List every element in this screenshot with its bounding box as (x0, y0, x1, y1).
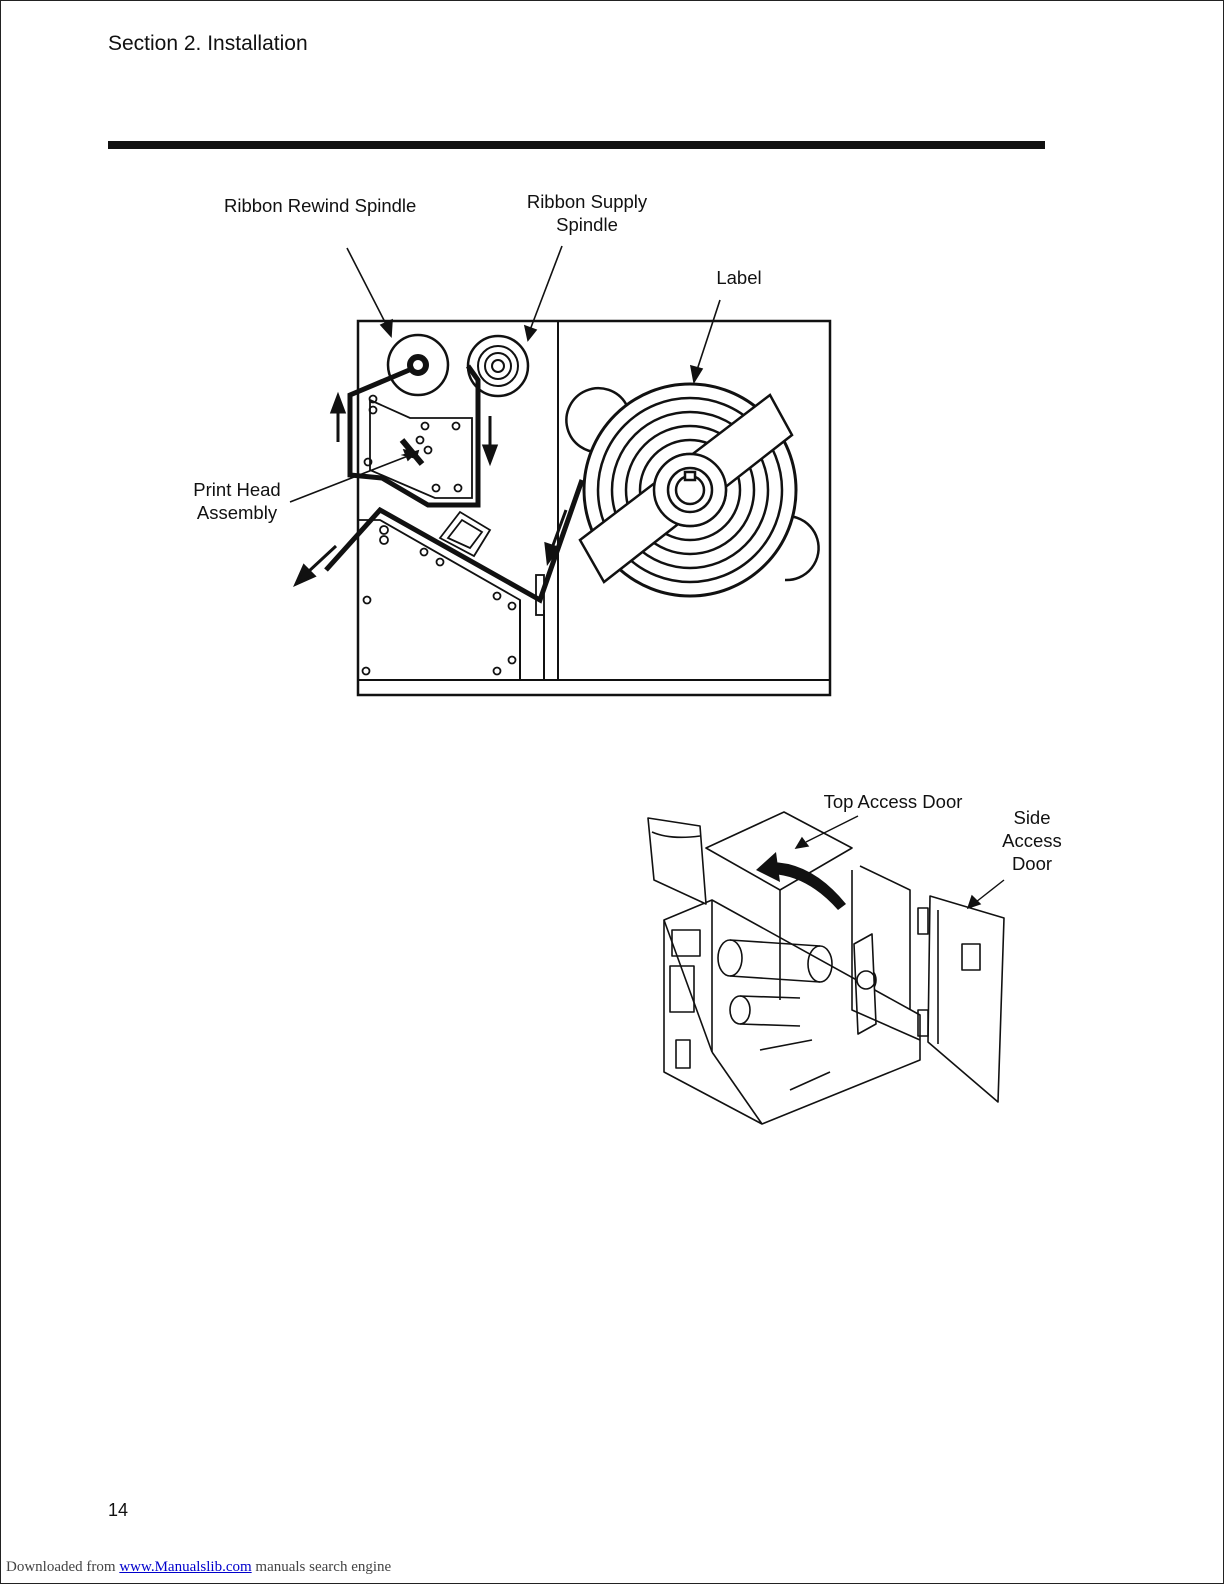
label-ribbon-rewind-spindle: Ribbon Rewind Spindle (224, 194, 380, 217)
footer: Downloaded from www.Manualslib.com manua… (6, 1559, 391, 1576)
side-access-door (918, 896, 1004, 1102)
label-print-head-assembly: Print Head Assembly (184, 478, 290, 524)
footer-link[interactable]: www.Manualslib.com (119, 1559, 251, 1575)
label-top-access-door: Top Access Door (808, 790, 978, 813)
label-label: Label (704, 266, 774, 289)
footer-prefix: Downloaded from (6, 1559, 116, 1575)
footer-suffix: manuals search engine (255, 1559, 391, 1575)
label-side-access-door: Side Access Door (994, 806, 1070, 875)
label-ribbon-supply-spindle: Ribbon Supply Spindle (512, 190, 662, 236)
top-door-arrow (756, 852, 846, 910)
page-number: 14 (108, 1500, 128, 1521)
